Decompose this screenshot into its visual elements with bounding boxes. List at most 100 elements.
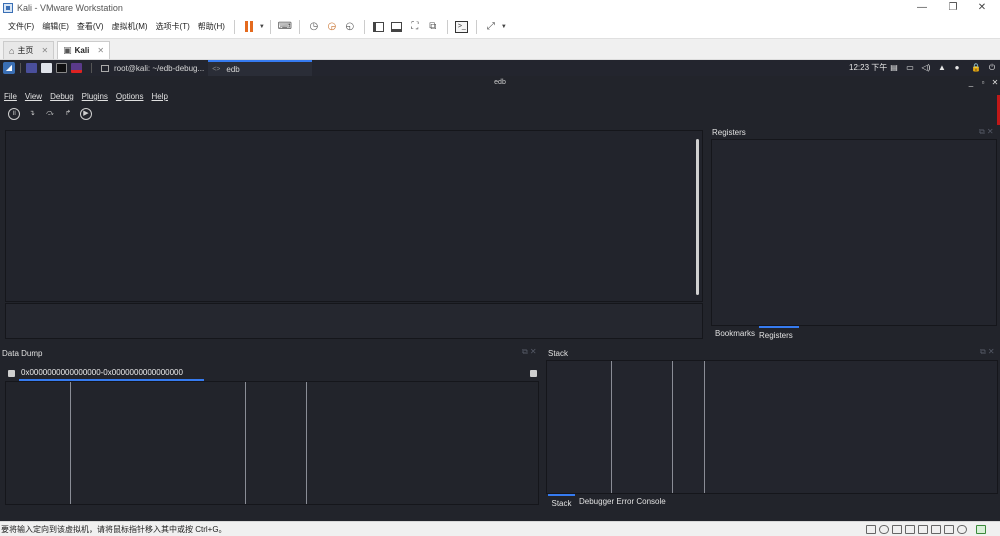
tab-bookmarks[interactable]: Bookmarks	[715, 329, 756, 338]
step-into-icon[interactable]: ↴	[29, 110, 35, 117]
app-launcher-icon[interactable]	[71, 63, 82, 73]
red-edge-marker	[997, 95, 1000, 125]
edb-menu-debug[interactable]: Debug	[50, 92, 74, 101]
tab-registers[interactable]: Registers	[759, 326, 799, 340]
printer-icon[interactable]	[931, 525, 941, 534]
close-button[interactable]: ✕	[977, 2, 987, 13]
menu-file[interactable]: 文件(F)	[8, 22, 35, 31]
workspace-icon[interactable]	[26, 63, 37, 73]
menu-vm[interactable]: 虚拟机(M)	[111, 22, 148, 31]
kali-menu-icon[interactable]: ◢	[3, 62, 15, 74]
pause-icon[interactable]: ॥	[8, 108, 20, 120]
step-out-icon[interactable]: ↱	[65, 110, 71, 117]
float-panel-icon[interactable]: ⧉ ✕	[979, 127, 994, 136]
pause-vm-button[interactable]	[242, 20, 256, 34]
cd-rom-icon[interactable]	[879, 525, 889, 534]
sound-icon[interactable]	[918, 525, 928, 534]
edb-menu-help[interactable]: Help	[151, 92, 168, 101]
toolbar-separator	[363, 19, 365, 34]
snapshot-button[interactable]: ◷	[307, 20, 321, 34]
menu-tabs[interactable]: 选项卡(T)	[155, 22, 190, 31]
calendar-icon[interactable]: ▤	[890, 63, 898, 72]
minimize-button[interactable]: —	[917, 2, 927, 13]
edb-minimize-button[interactable]: _	[968, 78, 974, 87]
lock-icon[interactable]: 🔒	[971, 63, 981, 72]
edb-toolbar: ॥ ↴ ⤼ ↱ ▶	[8, 108, 92, 122]
chevron-down-icon[interactable]: ▼	[258, 23, 265, 30]
menu-view[interactable]: 查看(V)	[76, 22, 104, 31]
edb-close-button[interactable]: ✕	[991, 78, 999, 87]
send-ctrl-alt-del-button[interactable]: ⌨	[278, 20, 292, 34]
chevron-down-icon[interactable]: ▼	[500, 23, 507, 30]
tab-home[interactable]: ⌂ 主页 ✕	[3, 41, 55, 59]
console-view-button[interactable]: >_	[455, 20, 469, 34]
show-thumbnail-button[interactable]	[390, 20, 404, 34]
tab-debugger-error-console[interactable]: Debugger Error Console	[579, 497, 666, 506]
taskbar-item-label: edb	[226, 64, 240, 74]
stack-view[interactable]	[546, 360, 998, 494]
tab-stack[interactable]: Stack	[548, 494, 575, 508]
terminal-icon[interactable]	[56, 63, 67, 73]
toolbar-separator	[475, 19, 477, 34]
vmware-tab-bar: ⌂ 主页 ✕ ▣ Kali ✕	[0, 40, 1000, 60]
menu-edit[interactable]: 编辑(E)	[42, 22, 69, 31]
snapshot-icon: ◷	[309, 21, 319, 32]
edb-menu-plugins[interactable]: Plugins	[81, 92, 108, 101]
volume-icon[interactable]: ◁)	[921, 63, 931, 72]
usb-icon[interactable]	[905, 525, 915, 534]
close-icon[interactable]: ✕	[97, 46, 105, 55]
step-over-icon[interactable]: ⤼	[46, 110, 54, 117]
stack-title: Stack	[548, 349, 569, 358]
full-screen-button[interactable]: ⛶	[408, 20, 422, 34]
float-panel-icon[interactable]: ⧉ ✕	[980, 347, 995, 356]
column-divider[interactable]	[70, 382, 71, 504]
hard-disk-icon[interactable]	[866, 525, 876, 534]
tab-kali-label: Kali	[74, 46, 90, 55]
message-log-icon[interactable]	[976, 525, 986, 534]
toolbar-separator	[233, 19, 235, 34]
column-divider[interactable]	[611, 361, 612, 493]
taskbar-item-edb[interactable]: <> edb	[208, 60, 313, 76]
snapshot-manager-button[interactable]: ◵	[343, 20, 357, 34]
taskbar-item-label: root@kali: ~/edb-debug...	[114, 63, 205, 73]
edb-menu-file[interactable]: File	[4, 92, 17, 101]
vm-icon: ▣	[63, 45, 72, 55]
file-manager-icon[interactable]	[41, 63, 52, 73]
run-icon[interactable]: ▶	[80, 108, 92, 120]
network-icon[interactable]	[892, 525, 902, 534]
stretch-icon: ⤢	[486, 21, 495, 32]
edb-menu-view[interactable]: View	[24, 92, 43, 101]
close-icon[interactable]: ✕	[41, 46, 49, 55]
menu-help[interactable]: 帮助(H)	[197, 22, 225, 31]
column-divider[interactable]	[704, 361, 705, 493]
notification-bell-icon[interactable]: ▲	[938, 63, 946, 72]
float-panel-icon[interactable]: ⧉ ✕	[522, 347, 537, 356]
stretch-guest-button[interactable]: ⤢	[484, 20, 498, 34]
clock[interactable]: 12:23 下午	[849, 63, 888, 72]
edb-menu-options[interactable]: Options	[115, 92, 144, 101]
toolbar-separator	[269, 19, 271, 34]
display-icon[interactable]	[944, 525, 954, 534]
logout-icon[interactable]: ⏻	[988, 63, 996, 72]
show-library-button[interactable]	[372, 20, 386, 34]
column-divider[interactable]	[306, 382, 307, 504]
column-divider[interactable]	[672, 361, 673, 493]
scroll-left-icon[interactable]	[8, 370, 15, 377]
registers-view[interactable]	[711, 139, 997, 326]
display-icon[interactable]: ▭	[906, 63, 914, 72]
taskbar-item-terminal[interactable]: root@kali: ~/edb-debug...	[97, 60, 208, 76]
restore-button[interactable]: ❐	[948, 2, 958, 13]
scroll-right-icon[interactable]	[530, 370, 537, 377]
data-dump-tab[interactable]: 0x0000000000000000-0x0000000000000000	[21, 368, 183, 377]
settings-icon[interactable]	[957, 525, 967, 534]
revert-snapshot-button[interactable]: ◶	[325, 20, 339, 34]
disassembly-view[interactable]	[5, 130, 703, 302]
unity-button[interactable]: ⧉	[426, 20, 440, 34]
tab-kali[interactable]: ▣ Kali ✕	[57, 41, 111, 59]
disassembly-scrollbar[interactable]	[696, 139, 699, 295]
column-divider[interactable]	[245, 382, 246, 504]
power-settings-icon[interactable]: ●	[954, 63, 960, 72]
edb-maximize-button[interactable]: ▫	[981, 78, 985, 87]
comment-bar	[5, 303, 703, 339]
data-dump-view[interactable]	[5, 381, 539, 505]
